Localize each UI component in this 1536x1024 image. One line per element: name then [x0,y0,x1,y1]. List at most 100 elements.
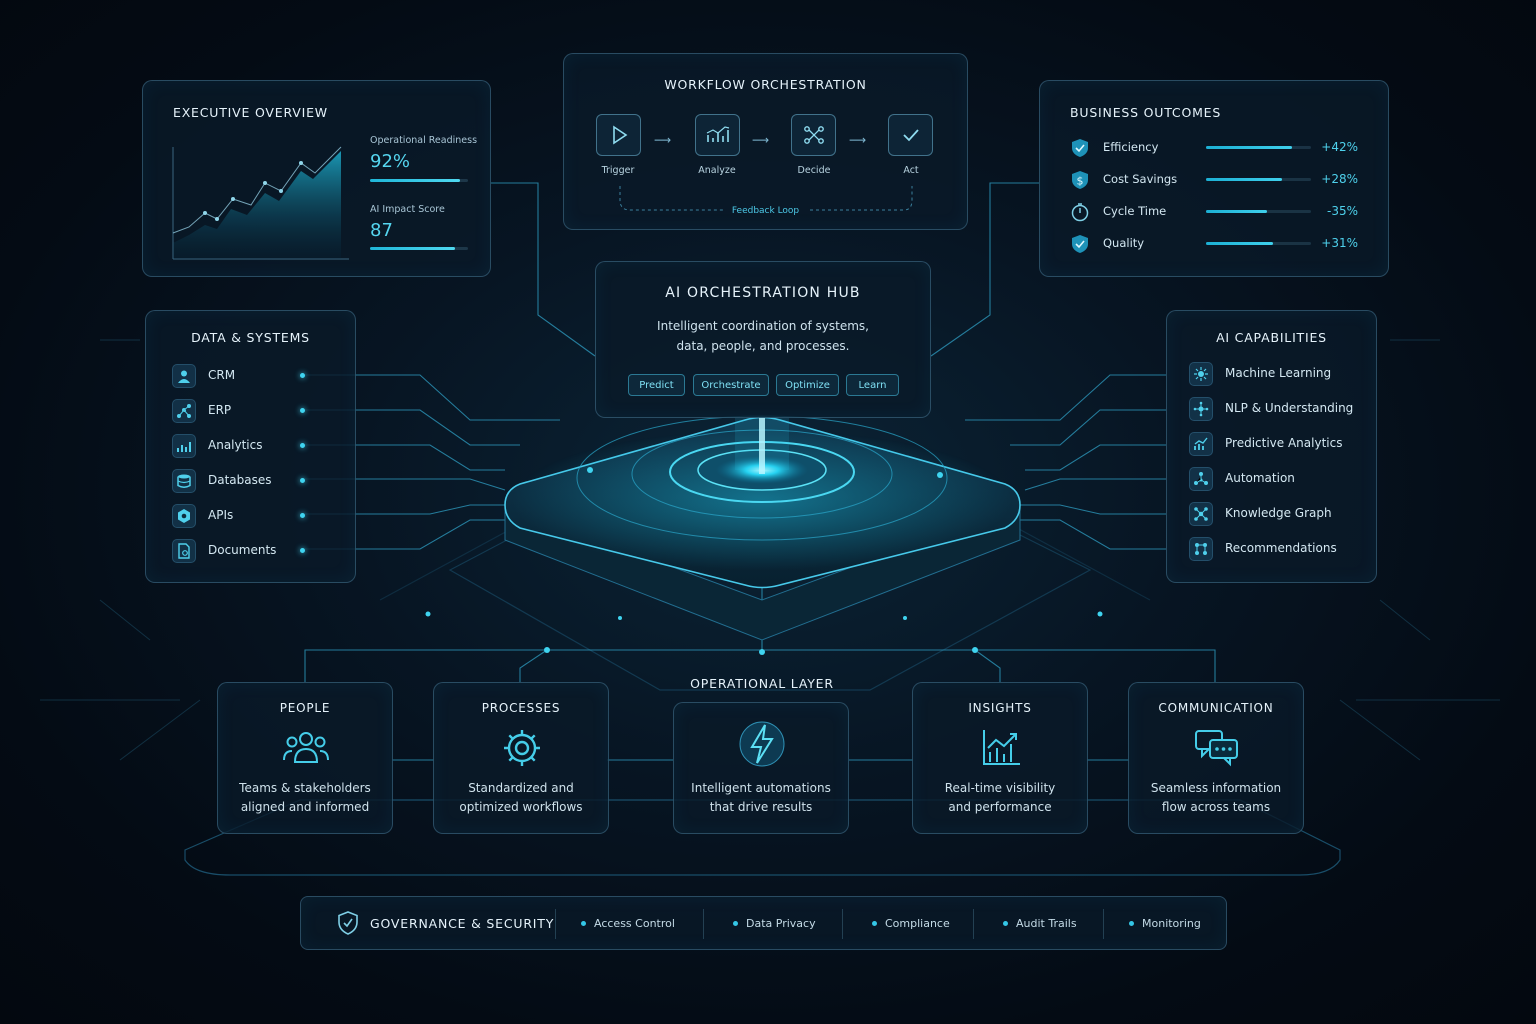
business-outcomes-title: BUSINESS OUTCOMES [1070,105,1222,120]
ai-orchestration-hub-panel: AI ORCHESTRATION HUB Intelligent coordin… [595,261,931,418]
impact-label: AI Impact Score [370,204,445,215]
hub-description-line: data, people, and processes. [676,339,850,353]
outcome-label: Efficiency [1103,140,1159,154]
data-item-label: Databases [208,473,272,487]
user-icon [172,364,196,388]
capability-recommendations[interactable]: Recommendations [1189,537,1369,561]
op-card-title: COMMUNICATION [1158,701,1274,715]
op-card-people[interactable]: PEOPLE Teams & stakeholders aligned and … [217,682,393,834]
trend-icon [1189,432,1213,456]
arrow-icon: ⟶ [849,133,867,147]
language-node-icon [1189,397,1213,421]
op-card-description-line: that drive results [709,800,813,814]
step-label-trigger: Trigger [601,165,635,176]
separator [842,909,843,939]
chip-orchestrate[interactable]: Orchestrate [693,374,769,396]
data-item-erp[interactable]: ERP [172,399,352,423]
play-icon [612,125,627,145]
data-item-analytics[interactable]: Analytics [172,434,352,458]
data-item-crm[interactable]: CRM [172,364,352,388]
data-systems-panel: DATA & SYSTEMS CRM ERP Analytics Databas… [145,310,356,583]
chip-learn[interactable]: Learn [846,374,899,396]
timer-icon [1071,203,1089,222]
outcome-label: Quality [1103,236,1145,250]
op-card-description-line: flow across teams [1161,800,1271,814]
data-item-label: Documents [208,543,277,557]
op-card-description-line: Real-time visibility [944,781,1056,795]
people-icon [281,725,331,771]
connector-dot [300,478,305,483]
capability-knowledge-graph[interactable]: Knowledge Graph [1189,502,1369,526]
document-icon [172,539,196,563]
outcome-value: +31% [1321,236,1358,250]
capability-machine-learning[interactable]: Machine Learning [1189,362,1369,386]
operational-layer-title: OPERATIONAL LAYER [690,676,834,691]
readiness-bar [370,179,468,182]
step-label-act: Act [903,165,919,176]
data-item-documents[interactable]: Documents [172,539,352,563]
op-card-automations[interactable]: Intelligent automations that drive resul… [673,702,849,834]
op-card-description-line: Intelligent automations [691,781,831,795]
connector-dot [300,408,305,413]
outcome-bar-fill [1206,146,1293,149]
outcome-bar [1206,210,1311,213]
step-decide[interactable] [791,114,836,156]
outcome-row-quality: Quality +31% [1070,234,1370,254]
chip-predict[interactable]: Predict [628,374,685,396]
op-card-insights[interactable]: INSIGHTS Real-time visibility and perfor… [912,682,1088,834]
data-item-apis[interactable]: APIs [172,504,352,528]
op-card-description: Real-time visibility and performance [913,779,1087,817]
lightning-icon [737,721,787,767]
chart-icon [706,126,729,142]
op-card-processes[interactable]: PROCESSES Standardized and optimized wor… [433,682,609,834]
gear-icon [497,725,547,771]
svg-text:$: $ [1077,175,1084,188]
capability-nlp[interactable]: NLP & Understanding [1189,397,1369,421]
outcome-row-efficiency: Efficiency +42% [1070,138,1370,158]
governance-item-audit-trails[interactable]: Audit Trails [1003,917,1077,930]
growth-chart-icon [976,725,1026,771]
capability-automation[interactable]: Automation [1189,467,1369,491]
data-item-databases[interactable]: Databases [172,469,352,493]
hub-title: AI ORCHESTRATION HUB [665,285,861,301]
step-analyze[interactable] [695,114,740,156]
arrow-icon: ⟶ [654,133,672,147]
connector-dot [300,513,305,518]
database-icon [172,469,196,493]
capability-label: Machine Learning [1225,366,1332,380]
shield-check-icon [338,911,358,935]
step-trigger[interactable] [596,114,641,156]
op-card-title: PEOPLE [279,701,331,715]
outcome-value: +28% [1321,172,1358,186]
op-card-description-line: optimized workflows [459,800,583,814]
outcome-bar [1206,146,1311,149]
readiness-value: 92% [370,151,411,172]
brain-node-icon [1189,362,1213,386]
op-card-description-line: and performance [948,800,1052,814]
governance-item-data-privacy[interactable]: Data Privacy [733,917,816,930]
governance-item-monitoring[interactable]: Monitoring [1129,917,1201,930]
governance-title: GOVERNANCE & SECURITY [370,916,555,931]
op-card-description-line: Standardized and [468,781,574,795]
chip-optimize[interactable]: Optimize [776,374,839,396]
op-card-communication[interactable]: COMMUNICATION Seamless information flow … [1128,682,1304,834]
op-card-description-line: Teams & stakeholders [239,781,371,795]
bar-chart-icon [172,434,196,458]
connector-dot [300,373,305,378]
workflow-orchestration-panel: WORKFLOW ORCHESTRATION ⟶ ⟶ ⟶ Trigger Ana… [563,53,968,230]
governance-item-access-control[interactable]: Access Control [581,917,675,930]
connector-dot [300,443,305,448]
shield-check-icon [1072,235,1088,253]
network-icon [172,399,196,423]
automation-icon [1189,467,1213,491]
feedback-loop-label: Feedback Loop [731,206,800,216]
capability-label: Predictive Analytics [1225,436,1343,450]
impact-bar-fill [370,247,456,250]
capability-label: NLP & Understanding [1225,401,1354,415]
capability-predictive-analytics[interactable]: Predictive Analytics [1189,432,1369,456]
capability-label: Recommendations [1225,541,1337,555]
step-act[interactable] [888,114,933,156]
op-card-description-line: Seamless information [1150,781,1282,795]
executive-trend-chart [172,146,349,260]
governance-item-compliance[interactable]: Compliance [872,917,950,930]
